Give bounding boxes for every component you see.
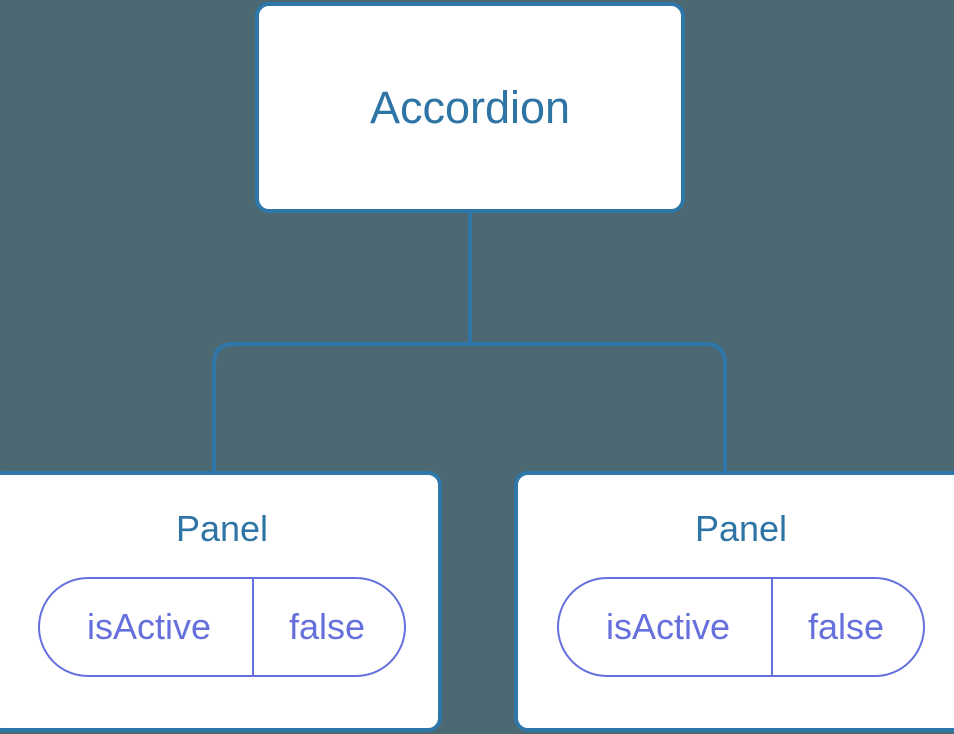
state-value-panel-1: false bbox=[807, 606, 885, 647]
connector-to-panel-1 bbox=[470, 342, 727, 474]
state-key-panel-0: isActive bbox=[86, 606, 212, 647]
state-pill-panel-0[interactable]: isActive false bbox=[38, 577, 406, 677]
state-pill-panel-1[interactable]: isActive false bbox=[557, 577, 925, 677]
state-value-panel-0: false bbox=[288, 606, 366, 647]
node-panel-0[interactable]: Panel isActive false bbox=[0, 471, 442, 732]
node-accordion[interactable]: Accordion bbox=[255, 2, 685, 213]
node-panel-0-label: Panel bbox=[175, 508, 269, 549]
node-panel-1-label: Panel bbox=[694, 508, 788, 549]
state-pill-divider bbox=[771, 579, 773, 675]
state-key-panel-1: isActive bbox=[605, 606, 731, 647]
node-accordion-label: Accordion bbox=[369, 82, 571, 133]
node-panel-1[interactable]: Panel isActive false bbox=[514, 471, 954, 732]
state-pill-divider bbox=[252, 579, 254, 675]
connector-to-panel-0 bbox=[212, 342, 470, 474]
